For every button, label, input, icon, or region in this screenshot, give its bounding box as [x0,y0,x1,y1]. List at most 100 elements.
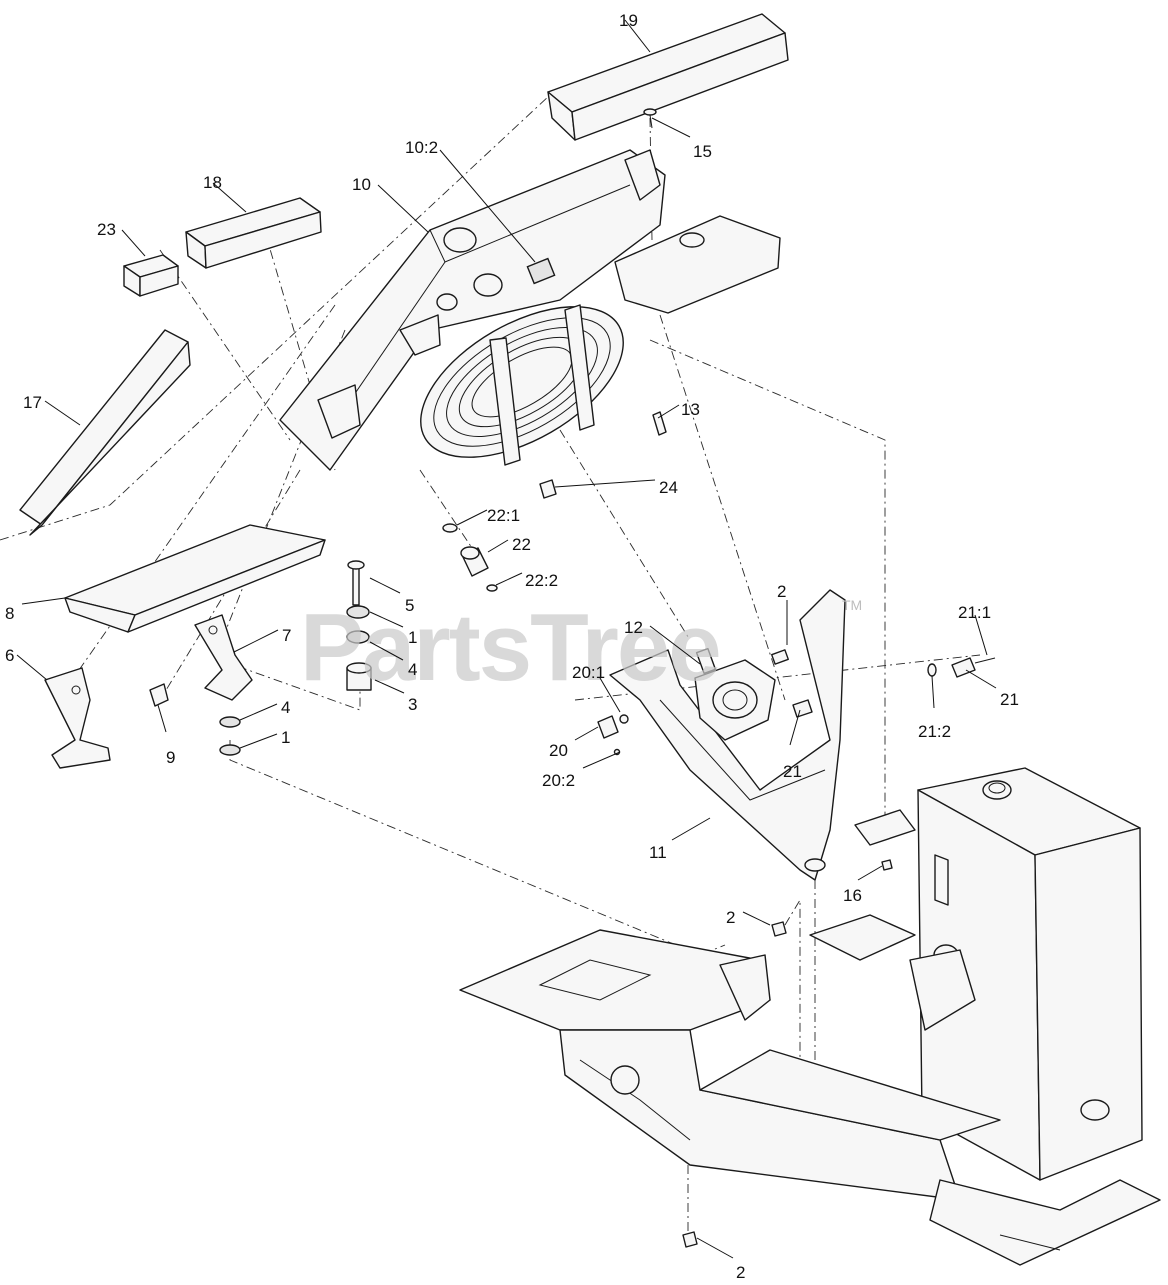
leader-line [239,733,278,749]
part-21-2-oring [927,663,937,677]
hydraulic-tank [917,767,1143,1181]
leader-line [789,709,801,746]
callout-c2-top: 2 [777,582,788,645]
leader-line [931,675,935,709]
callout-label: 20:2 [542,771,575,790]
callout-label: 9 [166,748,175,767]
callout-label: 23 [97,220,116,239]
leader-line [369,641,404,661]
leader-line [554,479,656,488]
leader-line [574,726,599,741]
callout-c4-mid: 4 [239,698,290,721]
part-16-screw [881,859,893,871]
phantom-lines [0,94,981,1235]
callout-c2-bot: 2 [696,1237,745,1282]
callout-label: 16 [843,886,862,905]
callout-label: 21 [783,762,802,781]
callout-c15: 15 [651,117,712,161]
oil-cooler-coil [420,304,624,466]
callout-c12: 12 [624,618,701,665]
callout-label: 10:2 [405,138,438,157]
part-23-block [123,254,179,297]
callout-label: 4 [408,660,417,679]
leader-line [495,572,523,586]
leader-line [369,611,404,628]
leader-line [369,577,401,594]
callout-c20-1: 20:1 [572,663,621,713]
part-19-seat-pad [547,13,789,141]
part-21-fitting-mid [792,699,813,718]
callout-c16: 16 [843,865,883,905]
leader-line [965,669,997,689]
small-hardware [682,809,916,1248]
callout-label: 24 [659,478,678,497]
callout-label: 3 [408,695,417,714]
leader-line [624,19,651,53]
callout-c18: 18 [203,173,247,213]
leader-line [21,597,66,605]
callout-c17: 17 [23,393,81,426]
part-21-fitting-right [951,657,976,678]
leader-line [742,911,771,926]
callout-label: 15 [693,142,712,161]
callout-label: 11 [649,843,667,862]
bolt-washer-stack [219,560,372,756]
leader-line [599,677,621,713]
part-4-washer-top [346,630,370,644]
part-18-pad [185,197,322,269]
callout-label: 22:2 [525,571,558,590]
callout-c13: 13 [657,400,700,419]
part-8-cover-plate [64,524,326,633]
callout-c4-top: 4 [369,641,417,679]
callout-c21-right: 21 [965,669,1019,709]
part-24-clip [539,479,557,499]
leader-line [439,149,536,263]
callout-c7: 7 [233,626,291,653]
leader-line [456,509,488,526]
callout-c20: 20 [549,726,599,760]
callout-c11: 11 [649,817,711,862]
callout-c5: 5 [369,577,414,615]
callout-label: 22 [512,535,531,554]
leader-line [157,704,167,733]
callout-label: 4 [281,698,290,717]
part-20-1-oring [619,714,629,724]
callout-c9: 9 [157,704,175,767]
watermark-text: PartsTree [300,594,720,701]
part-6-bracket [44,667,111,769]
part-20-fitting [597,715,619,739]
callout-label: 18 [203,173,222,192]
tank-tab [854,809,916,846]
part-15-screw [643,108,657,129]
callout-label: 21 [1000,690,1019,709]
callout-label: 20:1 [572,663,605,682]
callout-label: 19 [619,11,638,30]
leader-line [16,654,48,681]
leader-line [44,400,81,426]
leader-line [239,703,278,721]
part-21-1-pin [974,657,996,664]
callout-c3: 3 [374,679,417,714]
callout-c22-1: 22:1 [456,506,520,526]
callout-label: 2 [726,908,735,927]
leader-line [374,679,405,694]
callout-c23: 23 [97,220,146,257]
callout-label: 8 [5,604,14,623]
callout-label: 21:2 [918,722,951,741]
leader-line [974,614,988,656]
leader-line [649,625,701,665]
callout-c8: 8 [5,597,66,623]
callout-c1-top: 1 [369,611,417,647]
leader-line [651,117,691,138]
callout-label: 20 [549,741,568,760]
part-1-washer-mid [219,744,241,756]
leader-line [582,751,621,769]
leader-line [233,629,279,653]
callout-c20-2: 20:2 [542,751,621,790]
watermark: PartsTree TM [300,594,862,701]
leader-line [487,539,509,553]
leader-line [857,865,883,881]
part-10-2-decal [526,257,556,285]
